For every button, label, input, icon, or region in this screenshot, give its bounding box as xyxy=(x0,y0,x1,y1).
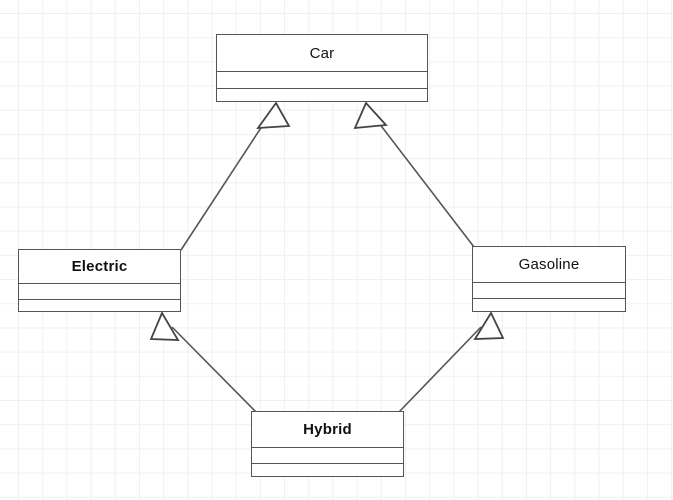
generalization-electric-to-car[interactable] xyxy=(180,101,291,251)
hollow-triangle-arrowhead xyxy=(473,311,505,340)
uml-class-hybrid[interactable]: Hybrid xyxy=(251,411,404,477)
hollow-triangle-arrowhead xyxy=(149,311,180,341)
class-attributes-car[interactable] xyxy=(217,71,427,88)
generalization-line xyxy=(398,326,482,413)
generalization-gasoline-to-car[interactable] xyxy=(353,101,475,248)
uml-class-car[interactable]: Car xyxy=(216,34,428,102)
uml-class-electric[interactable]: Electric xyxy=(18,249,181,312)
generalization-line xyxy=(371,113,475,248)
class-attributes-gasoline[interactable] xyxy=(473,282,625,298)
generalization-hybrid-to-electric[interactable] xyxy=(149,311,257,413)
class-operations-gasoline[interactable] xyxy=(473,298,625,314)
hollow-triangle-arrowhead xyxy=(353,101,388,130)
class-attributes-hybrid[interactable] xyxy=(252,447,403,463)
class-attributes-electric[interactable] xyxy=(19,283,180,299)
class-operations-hybrid[interactable] xyxy=(252,463,403,479)
generalization-hybrid-to-gasoline[interactable] xyxy=(398,311,505,413)
hollow-triangle-arrowhead xyxy=(256,101,291,130)
class-operations-electric[interactable] xyxy=(19,299,180,314)
class-name-electric: Electric xyxy=(71,258,128,275)
class-name-gasoline: Gasoline xyxy=(518,256,580,273)
generalization-line xyxy=(180,113,271,251)
uml-class-gasoline[interactable]: Gasoline xyxy=(472,246,626,312)
class-operations-car[interactable] xyxy=(217,88,427,104)
class-name-hybrid: Hybrid xyxy=(303,421,352,438)
class-name-car: Car xyxy=(309,44,335,62)
generalization-line xyxy=(171,326,257,413)
